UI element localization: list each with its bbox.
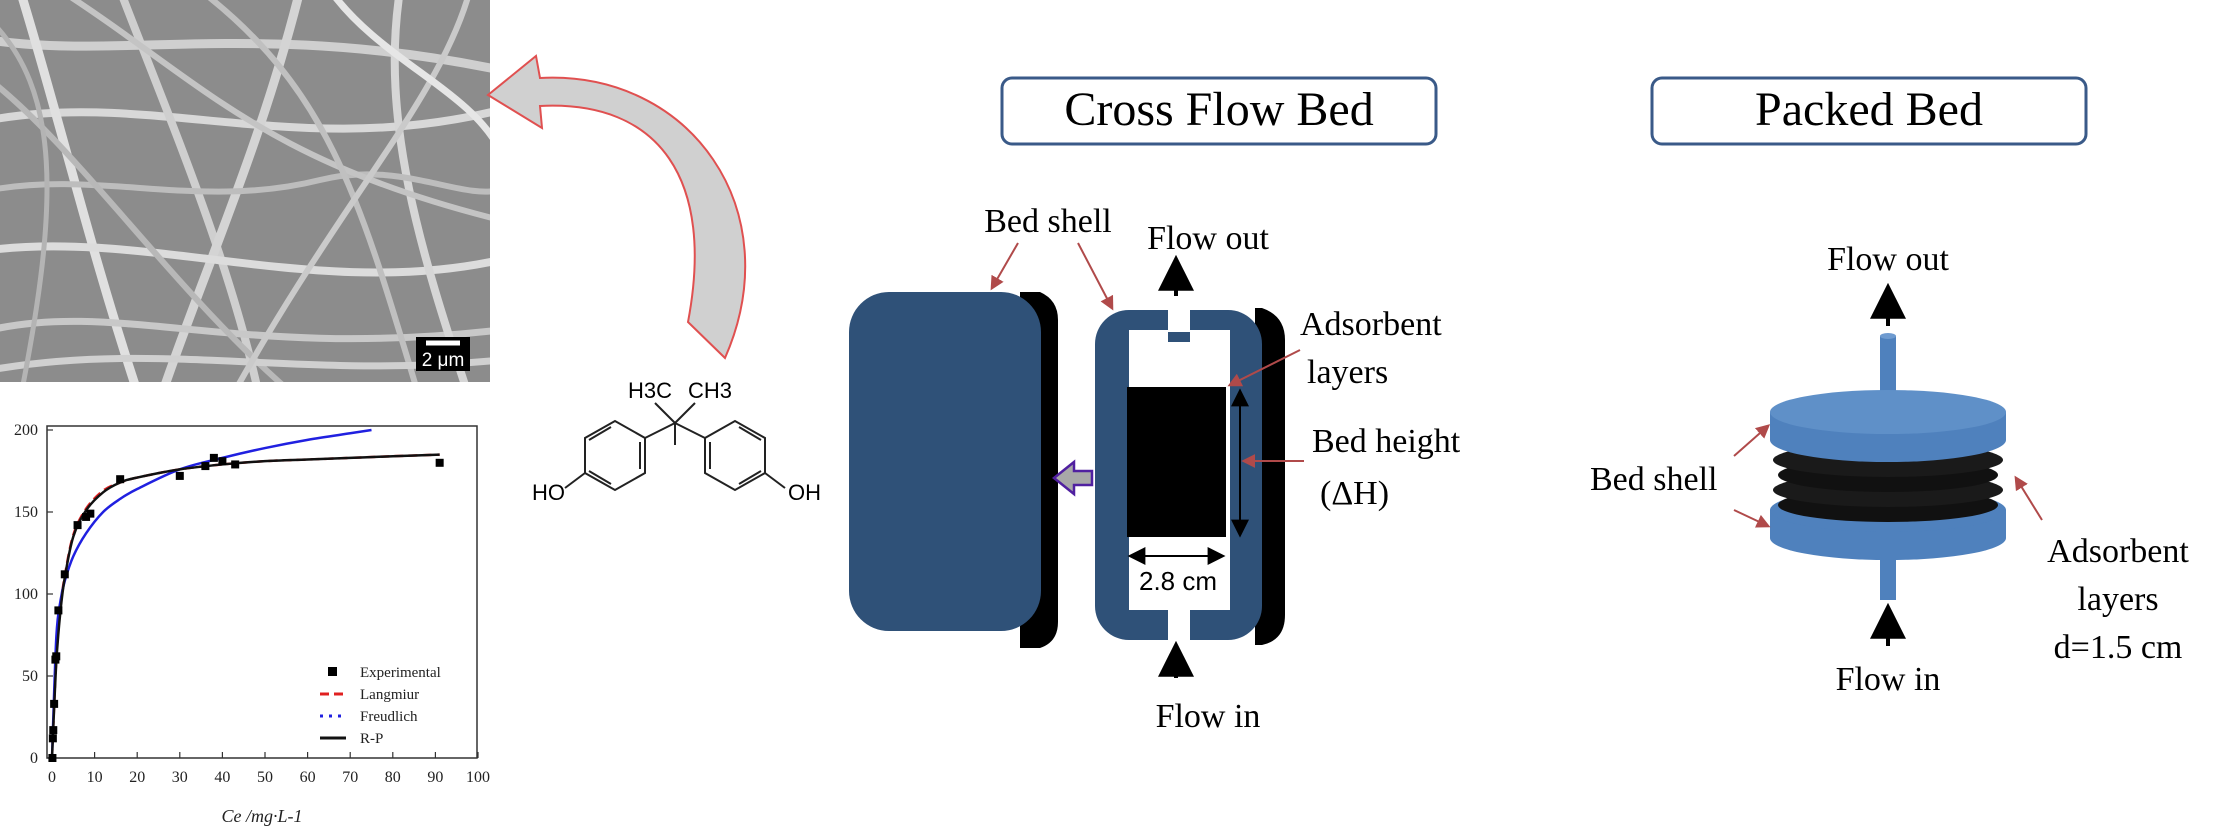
cross-flow-adsorbent-label-2: layers [1307, 354, 1388, 391]
molecule-labels: H3C CH3 HO OH [532, 378, 821, 505]
chart-series [50, 428, 440, 758]
packed-flow-out-label: Flow out [1827, 241, 1949, 278]
x-tick-label: 90 [427, 769, 443, 786]
packed-callout-arrows [1733, 424, 2043, 528]
data-point-experimental [209, 453, 218, 462]
x-axis-label: Ce /mg·L-1 [222, 806, 303, 826]
data-point-experimental [231, 460, 240, 469]
series-line-r-p [50, 453, 440, 758]
cross-flow-callout-arrows [990, 242, 1304, 468]
cross-flow-title: Cross Flow Bed [1064, 83, 1373, 136]
x-tick-label: 60 [300, 769, 316, 786]
data-point-experimental [52, 652, 61, 661]
data-point-experimental [175, 471, 184, 480]
y-tick-label: 150 [14, 504, 38, 521]
chart-ticks: 0 10 20 30 40 50 60 70 80 90 100 0 50 100 150 200 [14, 422, 490, 786]
packed-bed-shell-label: Bed shell [1590, 461, 1717, 498]
chart-points [48, 453, 444, 762]
legend-marker-experimental [328, 667, 337, 676]
bed-width-label: 2.8 cm [1139, 566, 1217, 596]
methyl-right-label: CH3 [688, 378, 732, 403]
isotherm-chart: 0 10 20 30 40 50 60 70 80 90 100 0 50 100 150 200 Exper… [14, 422, 490, 826]
packed-adsorbent-label-2: layers [2077, 581, 2158, 618]
data-point-experimental [218, 457, 227, 466]
curved-arrow-to-sem [486, 54, 747, 360]
data-point-experimental [54, 606, 63, 615]
x-tick-label: 100 [466, 769, 490, 786]
data-point-experimental [48, 734, 57, 743]
cross-flow-title-box [1000, 76, 1438, 146]
packed-bed-column [1770, 333, 2006, 600]
data-point-experimental [435, 458, 444, 467]
packed-adsorbent-label-1: Adsorbent [2047, 533, 2189, 570]
packed-bed-section: Packed Bed Flow out Flow in [1590, 76, 2189, 698]
nanofibers [0, 0, 490, 382]
x-tick-label: 40 [214, 769, 230, 786]
cross-flow-adsorbent-label-1: Adsorbent [1300, 306, 1442, 343]
scale-bar: 2 μm [416, 337, 470, 371]
packed-flow-in-label: Flow in [1836, 661, 1941, 698]
hydroxyl-left-label: HO [532, 480, 565, 505]
legend-label: R-P [360, 731, 383, 747]
y-tick-label: 0 [30, 750, 38, 767]
packed-bed-title: Packed Bed [1755, 83, 1983, 136]
x-tick-label: 30 [172, 769, 188, 786]
x-tick-label: 0 [48, 769, 56, 786]
bed-height-label-1: Bed height [1312, 423, 1461, 460]
methyl-left-label: H3C [628, 378, 672, 403]
legend-label: Experimental [360, 665, 441, 681]
data-point-experimental [82, 512, 91, 521]
cross-flow-bed-shell-label: Bed shell [984, 203, 1111, 240]
cross-flow-in-label: Flow in [1156, 698, 1261, 735]
hydroxyl-right-label: OH [788, 480, 821, 505]
scale-bar-label: 2 μm [422, 350, 465, 371]
data-point-experimental [60, 570, 69, 579]
left-bed-shell [849, 292, 1058, 648]
data-point-experimental [201, 462, 210, 471]
x-tick-label: 80 [385, 769, 401, 786]
sem-micrograph: 2 μm [0, 0, 490, 382]
data-point-experimental [49, 726, 58, 735]
x-tick-label: 50 [257, 769, 273, 786]
cross-flow-out-label: Flow out [1147, 220, 1269, 257]
x-tick-label: 20 [129, 769, 145, 786]
x-tick-label: 70 [342, 769, 358, 786]
legend-label: Freudlich [360, 709, 418, 725]
packed-diameter-label: d=1.5 cm [2054, 629, 2183, 666]
insert-arrow-icon [1051, 459, 1094, 497]
y-tick-label: 100 [14, 586, 38, 603]
data-point-experimental [73, 521, 82, 530]
y-tick-label: 200 [14, 422, 38, 439]
bed-height-label-2: (ΔH) [1320, 475, 1389, 512]
bisphenol-a-structure [564, 402, 786, 492]
packed-bed-title-box [1650, 76, 2088, 146]
cross-flow-bed-section: Cross Flow Bed [849, 76, 1461, 735]
y-tick-label: 50 [22, 668, 38, 685]
data-point-experimental [50, 699, 59, 708]
legend-label: Langmiur [360, 687, 419, 703]
data-point-experimental [86, 509, 95, 518]
data-point-experimental [48, 754, 57, 762]
data-point-experimental [116, 475, 125, 484]
x-tick-label: 10 [87, 769, 103, 786]
adsorbent-block [1127, 387, 1226, 537]
